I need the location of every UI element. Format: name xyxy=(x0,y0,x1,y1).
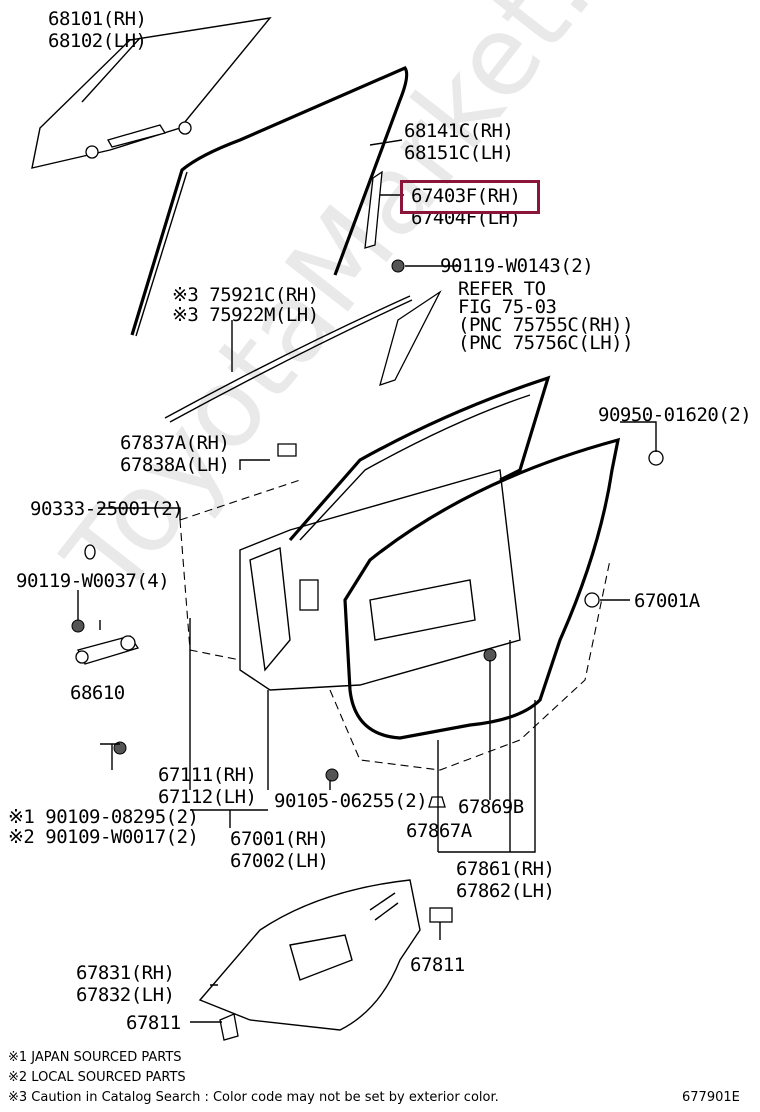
service-hole-cover xyxy=(198,879,421,1031)
label-68102[interactable]: 68102(LH) xyxy=(48,30,147,52)
label-67811-upper[interactable]: 67811 xyxy=(410,954,465,976)
clip-67867a xyxy=(428,796,446,808)
door-shell xyxy=(239,469,521,691)
label-90119-w0037[interactable]: 90119-W0037(4) xyxy=(16,570,170,592)
label-90950[interactable]: 90950-01620(2) xyxy=(598,404,752,426)
note-local-sourced: ※2 LOCAL SOURCED PARTS xyxy=(8,1070,186,1085)
bolt-90109 xyxy=(113,741,127,755)
belt-moulding xyxy=(164,295,411,419)
label-67001a[interactable]: 67001A xyxy=(634,590,700,612)
label-67837a[interactable]: 67837A(RH) xyxy=(120,432,230,454)
plug-90333 xyxy=(84,544,96,560)
label-68101[interactable]: 68101(RH) xyxy=(48,8,147,30)
figure-id: 677901E xyxy=(682,1090,740,1105)
label-67002[interactable]: 67002(LH) xyxy=(230,850,329,872)
label-90109-08295[interactable]: ※1 90109-08295(2) xyxy=(8,806,199,828)
glass-clip-left xyxy=(85,145,99,159)
note-caution: ※3 Caution in Catalog Search : Color cod… xyxy=(8,1090,499,1105)
clip-67869b xyxy=(483,648,497,662)
door-frame-outer xyxy=(288,375,551,542)
center-pillar-garnish xyxy=(364,170,383,249)
refer-line-3[interactable]: (PNC 75755C(RH)) xyxy=(458,314,634,336)
grommet-90950 xyxy=(648,450,664,466)
front-pillar-garnish xyxy=(379,290,442,387)
bolt-90119-w0143 xyxy=(391,259,405,273)
label-67831[interactable]: 67831(RH) xyxy=(76,962,175,984)
label-68610[interactable]: 68610 xyxy=(70,682,125,704)
label-67811-lower[interactable]: 67811 xyxy=(126,1012,181,1034)
pad-67811-upper xyxy=(429,907,453,923)
label-67001[interactable]: 67001(RH) xyxy=(230,828,329,850)
pad-67811-lower xyxy=(219,1013,239,1041)
label-67403f[interactable]: 67403F(RH) xyxy=(411,185,521,207)
label-90333[interactable]: 90333-25001(2) xyxy=(30,498,184,520)
glass-run-channel xyxy=(130,66,409,336)
label-75922m[interactable]: ※3 75922M(LH) xyxy=(172,304,319,326)
label-90105[interactable]: 90105-06255(2) xyxy=(274,790,428,812)
label-67862[interactable]: 67862(LH) xyxy=(456,880,555,902)
hole-cover-clip xyxy=(277,443,297,457)
label-67832[interactable]: 67832(LH) xyxy=(76,984,175,1006)
label-90119-w0143[interactable]: 90119-W0143(2) xyxy=(440,255,594,277)
bolt-90119-w0037 xyxy=(71,619,85,633)
bolt-90105 xyxy=(325,768,339,782)
refer-line-4[interactable]: (PNC 75756C(LH)) xyxy=(458,332,634,354)
glass-clip-right xyxy=(178,121,192,135)
label-67869b[interactable]: 67869B xyxy=(458,796,524,818)
label-68141c[interactable]: 68141C(RH) xyxy=(404,120,514,142)
clip-67001a xyxy=(584,592,600,608)
label-67112[interactable]: 67112(LH) xyxy=(158,786,257,808)
label-75921c[interactable]: ※3 75921C(RH) xyxy=(172,284,319,306)
refer-line-2: FIG 75-03 xyxy=(458,296,557,318)
door-weatherstrip xyxy=(343,437,621,740)
label-68151c[interactable]: 68151C(LH) xyxy=(404,142,514,164)
glass-bracket xyxy=(107,124,167,148)
refer-line-1: REFER TO xyxy=(458,278,546,300)
highlight-67403f xyxy=(400,180,540,214)
note-japan-sourced: ※1 JAPAN SOURCED PARTS xyxy=(8,1050,182,1065)
label-67867a[interactable]: 67867A xyxy=(406,820,472,842)
label-67861[interactable]: 67861(RH) xyxy=(456,858,555,880)
label-67404f[interactable]: 67404F(LH) xyxy=(411,207,521,229)
label-90109-w0017[interactable]: ※2 90109-W0017(2) xyxy=(8,826,199,848)
leaders xyxy=(77,37,657,1023)
label-67111[interactable]: 67111(RH) xyxy=(158,764,257,786)
label-67838a[interactable]: 67838A(LH) xyxy=(120,454,230,476)
